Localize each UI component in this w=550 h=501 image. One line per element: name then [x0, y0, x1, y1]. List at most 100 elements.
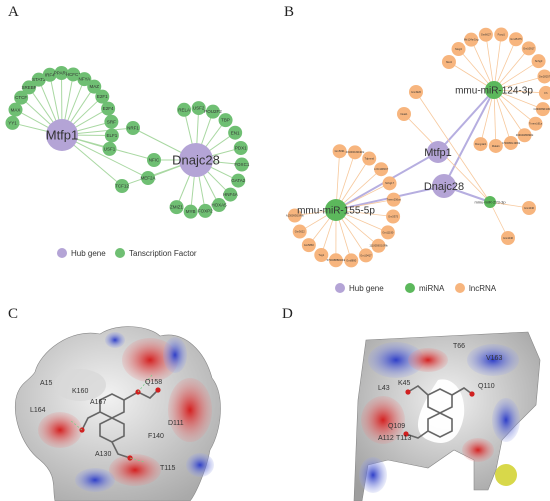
svg-text:POU2F2: POU2F2: [204, 109, 222, 114]
mirna-node-155-5p: mmu-miR-155-5p: [297, 199, 375, 221]
svg-text:Gm4926: Gm4926: [411, 90, 422, 94]
tf-node: MEF2A: [140, 171, 156, 185]
svg-text:Tug1: Tug1: [318, 253, 324, 257]
svg-text:E2F1: E2F1: [97, 94, 108, 99]
lncrna-node: Neat1: [397, 107, 411, 121]
tf-node: USF2: [191, 101, 206, 116]
svg-text:Meg3: Meg3: [455, 47, 462, 51]
svg-text:CTCF: CTCF: [15, 95, 27, 100]
tf-node: PDX1: [233, 141, 248, 156]
lncrna-node: Gm4446: [501, 231, 515, 245]
mirna-node-124-3p: mmu-miR-124-3p: [455, 81, 533, 99]
svg-text:TCF12: TCF12: [115, 184, 129, 189]
svg-text:NRF1: NRF1: [127, 126, 139, 131]
lncrna-node: 5730488B01Rik: [327, 253, 346, 268]
svg-text:Gm5860: Gm5860: [304, 243, 315, 247]
residue-label: D111: [168, 420, 184, 427]
svg-text:Gm4446: Gm4446: [503, 236, 514, 240]
lncrna-node: Tmem256os: [386, 192, 402, 207]
svg-text:Snhg17: Snhg17: [385, 181, 395, 185]
svg-text:HOXA5: HOXA5: [211, 203, 227, 208]
svg-text:2310001N04Rik: 2310001N04Rik: [346, 150, 365, 154]
svg-text:Dnajc28: Dnajc28: [172, 153, 220, 168]
tf-node: PPARG: [54, 66, 70, 81]
svg-text:USF2: USF2: [193, 106, 205, 111]
tf-node: SREBF: [22, 80, 37, 95]
svg-text:YY1: YY1: [8, 121, 17, 126]
residue-label: L43: [378, 385, 390, 392]
legend-lncrna-label: lncRNA: [469, 284, 497, 293]
svg-text:SREBF: SREBF: [22, 85, 37, 90]
svg-text:Mtfp1: Mtfp1: [424, 147, 452, 159]
tf-node: YY1: [5, 115, 20, 130]
lncrna-node: Tdpmnd: [362, 151, 377, 166]
svg-text:4930448I06Rik: 4930448I06Rik: [516, 133, 534, 137]
svg-text:Gm5091: Gm5091: [335, 149, 346, 153]
lncrna-node: C230089F13Rik: [533, 102, 550, 117]
lncrna-node: Gm4446: [522, 201, 536, 215]
lncrna-node: Gm10417: [358, 248, 373, 263]
lncrna-node: Gm8890: [344, 253, 359, 268]
lncrna-node: Tug1: [314, 248, 329, 263]
svg-text:ZMIZ1: ZMIZ1: [170, 205, 183, 210]
tf-node: HOXA5: [211, 198, 227, 213]
tf-node: SRF: [104, 114, 119, 129]
svg-text:Gm3375: Gm3375: [388, 214, 399, 218]
tf-node: NFYA: [77, 72, 92, 87]
lncrna-node: Snhg17: [382, 176, 397, 191]
hub-node-dnajc28: Dnajc28: [172, 143, 220, 177]
lncrna-node: Gm6627: [478, 27, 493, 42]
residue-label: A112: [378, 435, 394, 442]
svg-text:LOC108167: LOC108167: [374, 167, 389, 171]
svg-text:Fh: Fh: [544, 91, 548, 95]
lncrna-node: Gm45475: [508, 32, 523, 47]
residue-label: F140: [148, 433, 164, 440]
svg-text:mmu-miR-124-3p: mmu-miR-124-3p: [455, 86, 533, 97]
residue-label: Q109: [388, 423, 405, 430]
svg-text:PPARG: PPARG: [54, 71, 70, 76]
svg-text:Gm3622: Gm3622: [295, 229, 306, 233]
tf-node: FOXP2: [198, 203, 213, 218]
svg-text:MYB: MYB: [186, 209, 196, 214]
tf-node: RELA: [177, 102, 192, 117]
svg-text:E2F4: E2F4: [103, 106, 114, 111]
lncrna-node: 1110059G10Rik: [369, 238, 388, 253]
lncrna-node: Tmem161a: [528, 116, 543, 131]
residue-label: K45: [398, 380, 411, 387]
residue-label: L164: [30, 407, 46, 414]
tf-node: STAT3: [31, 72, 46, 87]
svg-text:Snhg3: Snhg3: [535, 59, 543, 63]
tf-node: E2F4: [101, 101, 116, 116]
svg-text:A130093I19Rik: A130093I19Rik: [286, 213, 304, 217]
svg-text:Tdpmnd: Tdpmnd: [364, 156, 374, 160]
legend-hub-label: Hub gene: [349, 284, 384, 293]
lncrna-node: 2310001N04Rik: [346, 145, 365, 160]
svg-text:NFYA: NFYA: [79, 77, 91, 82]
svg-text:Gm11190: Gm11190: [382, 230, 394, 234]
lncrna-node: Gm5860: [301, 238, 316, 253]
panel-a-letter: A: [8, 4, 19, 20]
svg-text:C230089F13Rik: C230089F13Rik: [533, 107, 550, 111]
lncrna-node: Snhg3: [531, 54, 546, 69]
tf-node: ELF1: [104, 128, 119, 143]
panel-d-letter: D: [282, 306, 293, 322]
mirna-node-223-3p: mmu-miR-223-3p: [474, 196, 506, 208]
svg-text:EN1: EN1: [231, 130, 240, 135]
lncrna-node: Meg3: [451, 42, 466, 57]
svg-text:HCFC1: HCFC1: [66, 72, 81, 77]
tf-node: ZMIZ1: [169, 200, 184, 215]
lncrna-node: 1700086L19Rik: [502, 135, 521, 150]
tf-node: CTCF: [14, 90, 29, 105]
svg-text:1700086L19Rik: 1700086L19Rik: [502, 141, 521, 145]
svg-text:Neat1: Neat1: [401, 112, 408, 116]
panel-b-letter: B: [284, 4, 295, 20]
lncrna-node: Mei4: [441, 55, 456, 69]
lncrna-node: A130093I19Rik: [286, 208, 304, 223]
svg-text:SRF: SRF: [107, 119, 116, 124]
